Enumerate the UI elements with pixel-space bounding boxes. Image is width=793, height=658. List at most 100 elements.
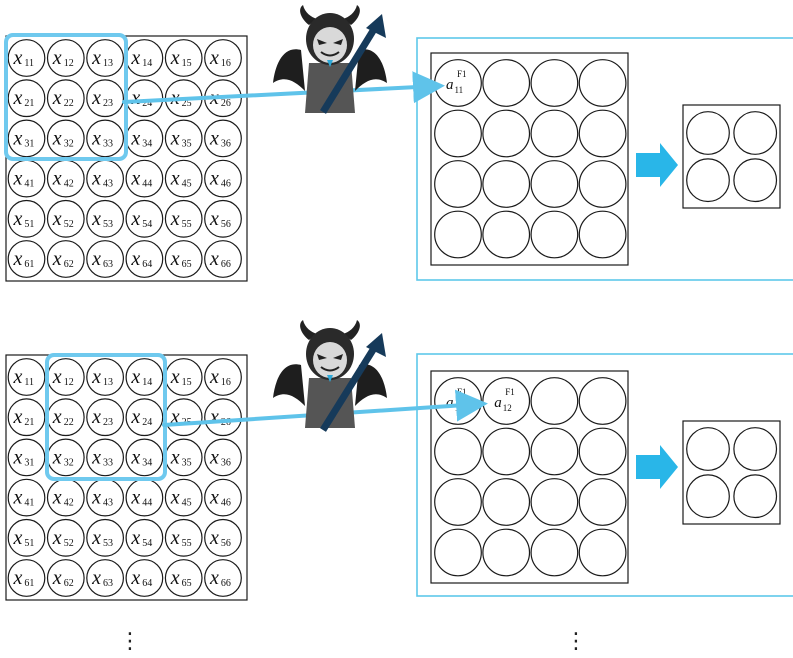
neuron-circle [204, 438, 242, 477]
neuron-circle [204, 398, 242, 437]
feature-neuron [482, 59, 531, 107]
filter-window [4, 33, 128, 161]
feature-neuron [578, 377, 627, 425]
pooled-neuron [733, 111, 778, 155]
neuron-circle [7, 119, 46, 158]
neuron-circle [204, 518, 242, 557]
neuron-circle [204, 559, 242, 597]
pooled-grid [682, 104, 781, 209]
neuron-circle [86, 518, 125, 557]
feature-neuron [482, 528, 531, 577]
neuron-circle [86, 240, 125, 278]
neuron-circle [204, 199, 242, 238]
neuron-circle [164, 240, 203, 278]
neuron-circle [86, 358, 125, 396]
feature-label: a12 [494, 395, 512, 413]
continuation-dots-left: ⋮ [119, 629, 141, 654]
neuron-circle [86, 79, 125, 118]
neuron-circle [164, 518, 203, 557]
step-1: x11x12x13x14x15x16x21x22x23x24x25x26x31x… [4, 5, 793, 282]
neuron-circle [125, 438, 164, 477]
feature-neuron [482, 109, 531, 158]
neuron-circle [125, 398, 164, 437]
neuron-circle [7, 478, 46, 517]
feature-neuron [530, 528, 579, 577]
neuron-circle [7, 438, 46, 477]
filter-window [45, 353, 167, 481]
feature-neuron [578, 528, 627, 577]
feature-superscript: F1 [505, 387, 515, 397]
neuron-circle [46, 240, 85, 278]
neuron-circle [204, 240, 242, 278]
neuron-circle [86, 438, 125, 477]
neuron-circle [164, 159, 203, 198]
feature-neuron [530, 109, 579, 158]
feature-neuron [482, 427, 531, 476]
feature-neuron [578, 160, 627, 208]
feature-superscript: F1 [457, 387, 467, 397]
neuron-circle [164, 39, 203, 77]
feature-neuron [434, 377, 482, 425]
feature-neuron [482, 160, 531, 208]
feature-neuron [530, 478, 579, 526]
pooled-neuron [733, 158, 778, 203]
feature-neuron [482, 478, 531, 526]
neuron-circle [46, 79, 85, 118]
flow-arrow-icon [636, 445, 678, 489]
pooled-neuron [733, 474, 778, 519]
